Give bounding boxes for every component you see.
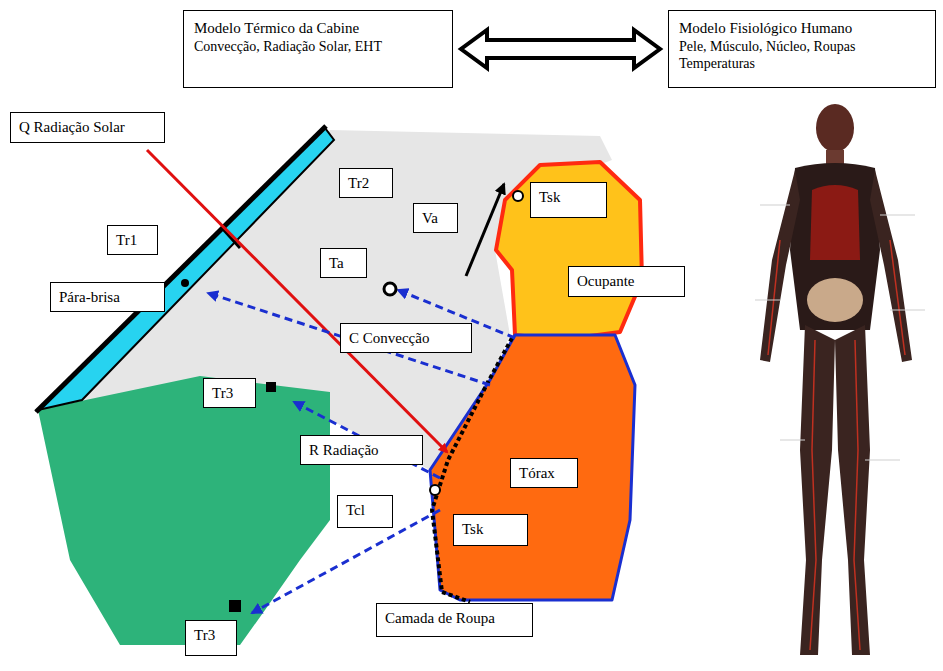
node-title: Ocupante — [577, 272, 676, 290]
label-box: R Radiação — [300, 435, 423, 465]
label-box: Ocupante — [568, 266, 685, 297]
tsk-head-point — [513, 191, 523, 201]
ta-point — [384, 283, 396, 295]
tcl-point — [430, 485, 440, 495]
node-title: Pára-brisa — [59, 288, 156, 306]
label-box: Pára-brisa — [50, 282, 165, 312]
tr3-sensor — [266, 382, 276, 392]
occupant-head — [496, 162, 642, 340]
label-box: C Convecção — [340, 323, 472, 353]
node-text: Pele, Músculo, Núcleo, Roupas Temperatur… — [679, 38, 925, 72]
node-title: Tsk — [539, 188, 598, 206]
label-box: Tr2 — [339, 168, 393, 198]
label-box: Tsk — [453, 514, 528, 546]
air-velocity-arrow — [466, 184, 504, 276]
tr1-sensor — [181, 279, 189, 287]
double-arrow — [461, 30, 660, 68]
human-figure — [755, 104, 925, 655]
windshield-edge — [36, 126, 326, 412]
node-title: Tr3 — [194, 626, 228, 644]
windshield-mark — [222, 228, 240, 248]
tr3-sensor — [229, 600, 241, 612]
node-title: Tórax — [519, 464, 569, 482]
label-box: Tsk — [530, 182, 607, 218]
solar-ray — [147, 150, 447, 452]
label-box: Ta — [320, 248, 367, 278]
node-title: Tr2 — [348, 174, 384, 192]
dashboard — [38, 376, 330, 645]
node-title: Modelo Fisiológico Humano — [679, 19, 925, 38]
radiation-exchange — [208, 290, 515, 613]
model-box: Modelo Térmico da CabineConvecção, Radia… — [183, 10, 453, 88]
label-box: Tr3 — [203, 378, 256, 408]
label-box: Tr1 — [107, 225, 158, 255]
node-title: R Radiação — [309, 441, 414, 459]
label-box: Tr3 — [185, 620, 237, 656]
node-title: C Convecção — [349, 329, 463, 347]
node-title: Tcl — [346, 501, 384, 519]
node-title: Va — [422, 209, 449, 227]
node-title: Ta — [329, 254, 358, 272]
node-title: Camada de Roupa — [385, 609, 524, 627]
model-box: Modelo Fisiológico HumanoPele, Músculo, … — [668, 10, 936, 88]
label-box: Q Radiação Solar — [10, 112, 165, 143]
label-box: Va — [413, 203, 458, 233]
node-title: Tsk — [462, 520, 519, 538]
label-box: Camada de Roupa — [376, 603, 533, 637]
node-title: Tr3 — [212, 384, 247, 402]
label-box: Tcl — [337, 495, 393, 528]
node-title: Tr1 — [116, 231, 149, 249]
node-title: Modelo Térmico da Cabine — [194, 19, 442, 38]
label-box: Tórax — [510, 458, 578, 488]
node-text: Convecção, Radiação Solar, EHT — [194, 38, 442, 55]
node-title: Q Radiação Solar — [19, 118, 156, 136]
